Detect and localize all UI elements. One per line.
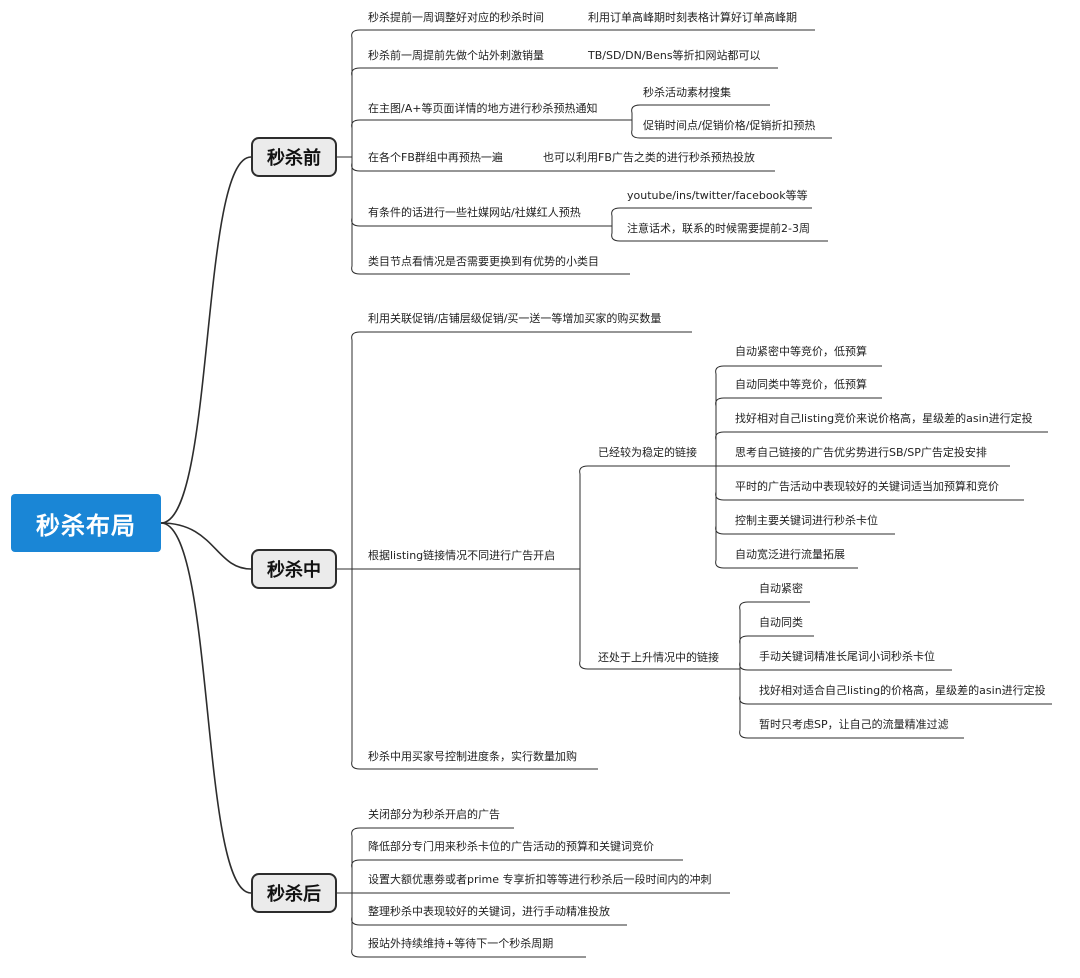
connector-15 <box>631 104 770 120</box>
rising-leaf-3[interactable]: 手动关键词精准长尾词小词秒杀卡位 <box>759 650 935 663</box>
connector-1 <box>160 522 252 570</box>
before-sub-social[interactable]: youtube/ins/twitter/facebook等等 <box>627 189 808 202</box>
before-sub-deal-sites[interactable]: TB/SD/DN/Bens等折扣网站都可以 <box>588 49 761 62</box>
connector-20 <box>611 226 828 242</box>
before-item-2[interactable]: 秒杀前一周提前先做个站外刺激销量 <box>368 49 544 62</box>
after-item-4[interactable]: 整理秒杀中表现较好的关键词，进行手动精准投放 <box>368 905 610 918</box>
connector-8 <box>351 119 620 157</box>
section-during[interactable]: 秒杀中 <box>251 549 337 589</box>
before-item-1[interactable]: 秒杀提前一周调整好对应的秒杀时间 <box>368 11 544 24</box>
connector-38 <box>351 827 514 893</box>
connector-19 <box>611 207 812 226</box>
connector-33 <box>739 601 810 669</box>
connector-42 <box>351 893 586 958</box>
before-sub-fb-ads[interactable]: 也可以利用FB广告之类的进行秒杀预热投放 <box>543 151 755 164</box>
rising-leaf-2[interactable]: 自动同类 <box>759 616 803 629</box>
connector-21 <box>351 331 692 569</box>
connector-6 <box>351 29 575 157</box>
connector-35 <box>739 661 952 671</box>
connector-23 <box>351 569 598 770</box>
before-sub-promo[interactable]: 促销时间点/促销价格/促销折扣预热 <box>643 119 816 132</box>
section-before[interactable]: 秒杀前 <box>251 137 337 177</box>
connector-34 <box>739 635 814 669</box>
rising-leaf-1[interactable]: 自动紧密 <box>759 582 803 595</box>
connector-0 <box>160 156 252 524</box>
connector-28 <box>715 431 1048 466</box>
stable-leaf-4[interactable]: 思考自己链接的广告优劣势进行SB/SP广告定投安排 <box>735 446 987 459</box>
stable-leaf-1[interactable]: 自动紧密中等竞价，低预算 <box>735 345 867 358</box>
during-branch-stable[interactable]: 已经较为稳定的链接 <box>598 446 697 459</box>
connector-2 <box>160 522 252 894</box>
before-item-6[interactable]: 类目节点看情况是否需要更换到有优势的小类目 <box>368 255 599 268</box>
after-item-2[interactable]: 降低部分专门用来秒杀卡位的广告活动的预算和关键词竞价 <box>368 840 654 853</box>
connector-27 <box>715 397 882 466</box>
before-item-4[interactable]: 在各个FB群组中再预热一遍 <box>368 151 503 164</box>
during-item-2[interactable]: 根据listing链接情况不同进行广告开启 <box>368 549 556 562</box>
connector-25 <box>579 569 740 670</box>
before-item-3[interactable]: 在主图/A+等页面详情的地方进行秒杀预热通知 <box>368 102 598 115</box>
before-item-5[interactable]: 有条件的话进行一些社媒网站/社媒红人预热 <box>368 206 581 219</box>
rising-leaf-5[interactable]: 暂时只考虑SP，让自己的流量精准过滤 <box>759 718 949 731</box>
after-item-3[interactable]: 设置大额优惠劵或者prime 专享折扣等等进行秒杀后一段时间内的冲刺 <box>368 873 712 886</box>
connector-11 <box>351 157 630 275</box>
connector-39 <box>351 859 683 893</box>
stable-leaf-5[interactable]: 平时的广告活动中表现较好的关键词适当加预算和竞价 <box>735 480 999 493</box>
connector-24 <box>579 465 716 569</box>
after-item-1[interactable]: 关闭部分为秒杀开启的广告 <box>368 808 500 821</box>
stable-leaf-7[interactable]: 自动宽泛进行流量拓展 <box>735 548 845 561</box>
connector-26 <box>715 365 882 466</box>
during-item-1[interactable]: 利用关联促销/店铺层级促销/买一送一等增加买家的购买数量 <box>368 312 662 325</box>
stable-leaf-2[interactable]: 自动同类中等竞价，低预算 <box>735 378 867 391</box>
during-branch-rising[interactable]: 还处于上升情况中的链接 <box>598 651 719 664</box>
before-sub-peak[interactable]: 利用订单高峰期时刻表格计算好订单高峰期 <box>588 11 797 24</box>
before-sub-material[interactable]: 秒杀活动素材搜集 <box>643 86 731 99</box>
connector-37 <box>739 669 964 739</box>
connector-32 <box>715 466 858 569</box>
rising-leaf-4[interactable]: 找好相对适合自己listing的价格高，星级差的asin进行定投 <box>759 684 1046 697</box>
section-after[interactable]: 秒杀后 <box>251 873 337 913</box>
connector-7 <box>351 67 580 157</box>
stable-leaf-6[interactable]: 控制主要关键词进行秒杀卡位 <box>735 514 878 527</box>
stable-leaf-3[interactable]: 找好相对自己listing竞价来说价格高，星级差的asin进行定投 <box>735 412 1033 425</box>
connector-16 <box>631 120 832 139</box>
after-item-5[interactable]: 报站外持续维持+等待下一个秒杀周期 <box>368 937 554 950</box>
during-item-3[interactable]: 秒杀中用买家号控制进度条，实行数量加购 <box>368 750 577 763</box>
root-topic[interactable]: 秒杀布局 <box>11 494 161 552</box>
before-sub-script[interactable]: 注意话术，联系的时候需要提前2-3周 <box>627 222 810 235</box>
